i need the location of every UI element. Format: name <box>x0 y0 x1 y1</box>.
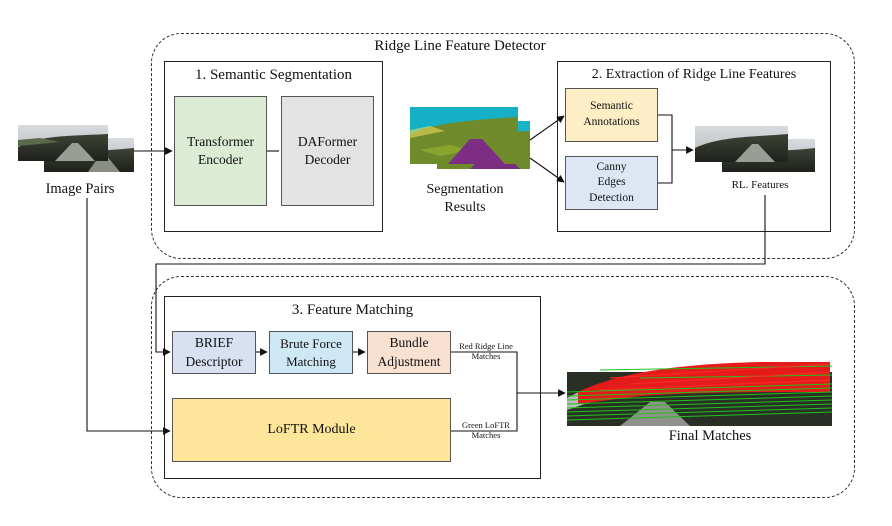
transformer-encoder-block: Transformer Encoder <box>174 96 267 206</box>
ridge-detector-title: Ridge Line Feature Detector <box>374 38 546 54</box>
canny-edges-block: Canny Edges Detection <box>565 156 658 210</box>
green-match-lines <box>566 365 833 421</box>
rl-features-photo-front <box>695 126 788 162</box>
image-pair-photo-front <box>18 125 108 161</box>
feature-matching-container <box>151 276 855 498</box>
semantic-seg-panel <box>164 61 383 232</box>
arrow-seg-to-canny <box>529 157 565 183</box>
loftr-module-block: LoFTR Module <box>172 398 451 462</box>
feature-matching-panel <box>164 296 541 479</box>
arrow-seg-to-annotations <box>529 115 565 141</box>
final-matches-label: Final Matches <box>668 428 752 444</box>
rl-features-label: RL. Features <box>731 179 789 191</box>
feature-matching-title: 3. Feature Matching <box>291 302 414 318</box>
image-pairs-label: Image Pairs <box>45 181 115 197</box>
line-merge-matches <box>451 351 518 432</box>
semantic-annotations-block: Semantic Annotations <box>565 88 658 142</box>
segmentation-result-front <box>410 107 518 164</box>
ridge-detector-container <box>151 33 855 259</box>
line-merge-extraction <box>658 114 673 184</box>
extraction-panel <box>557 61 831 232</box>
seg-results-label: Segmentation Results <box>426 182 504 216</box>
arrow-rl-to-brief <box>155 195 766 356</box>
green-matches-label: Green LoFTR Matches <box>462 420 510 441</box>
brief-descriptor-block: BRIEF Descriptor <box>172 331 256 374</box>
brute-force-block: Brute Force Matching <box>269 331 353 374</box>
bundle-adjustment-block: Bundle Adjustment <box>367 331 451 374</box>
arrow-images-to-loftr <box>86 198 171 435</box>
red-matches-label: Red Ridge Line Matches <box>459 341 513 362</box>
final-matches-visual <box>566 362 833 426</box>
daformer-decoder-block: DAFormer Decoder <box>281 96 374 206</box>
semantic-seg-title: 1. Semantic Segmentation <box>194 67 353 83</box>
extraction-title: 2. Extraction of Ridge Line Features <box>591 67 797 82</box>
